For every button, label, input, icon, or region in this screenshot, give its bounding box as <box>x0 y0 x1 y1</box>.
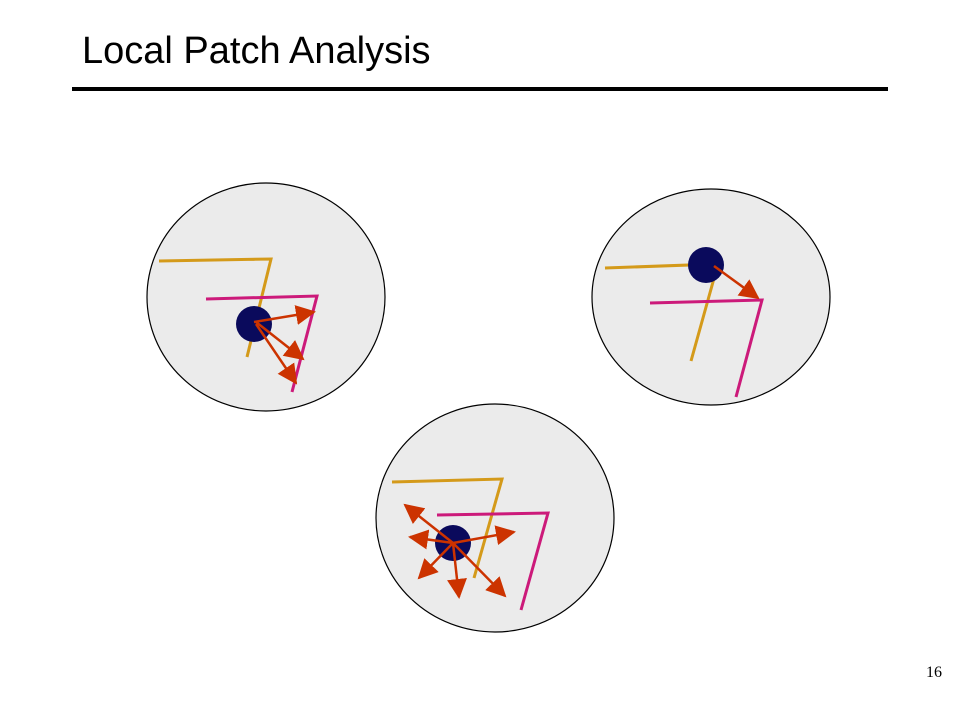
page-number: 16 <box>926 664 942 681</box>
patch-circle <box>375 403 615 633</box>
direction-arrow <box>255 321 305 361</box>
direction-arrow <box>254 323 298 385</box>
direction-arrow <box>403 503 454 544</box>
magenta-corner-edge <box>649 298 764 398</box>
magenta-corner-edge <box>436 511 550 611</box>
title-underline <box>72 87 888 91</box>
direction-arrow <box>417 542 454 580</box>
patch-top-left <box>146 182 386 412</box>
center-point <box>236 306 272 342</box>
direction-arrow <box>253 305 316 325</box>
direction-arrow <box>452 525 516 546</box>
direction-arrow <box>452 542 507 598</box>
slide-title: Local Patch Analysis <box>82 30 431 72</box>
patch-circle <box>591 188 831 406</box>
patch-bottom <box>375 403 615 633</box>
patch-top-right <box>591 188 831 406</box>
center-point <box>688 247 724 283</box>
direction-arrow <box>447 542 467 599</box>
direction-arrow <box>713 264 760 300</box>
direction-arrow <box>408 529 454 550</box>
orange-corner-edge <box>391 477 504 579</box>
